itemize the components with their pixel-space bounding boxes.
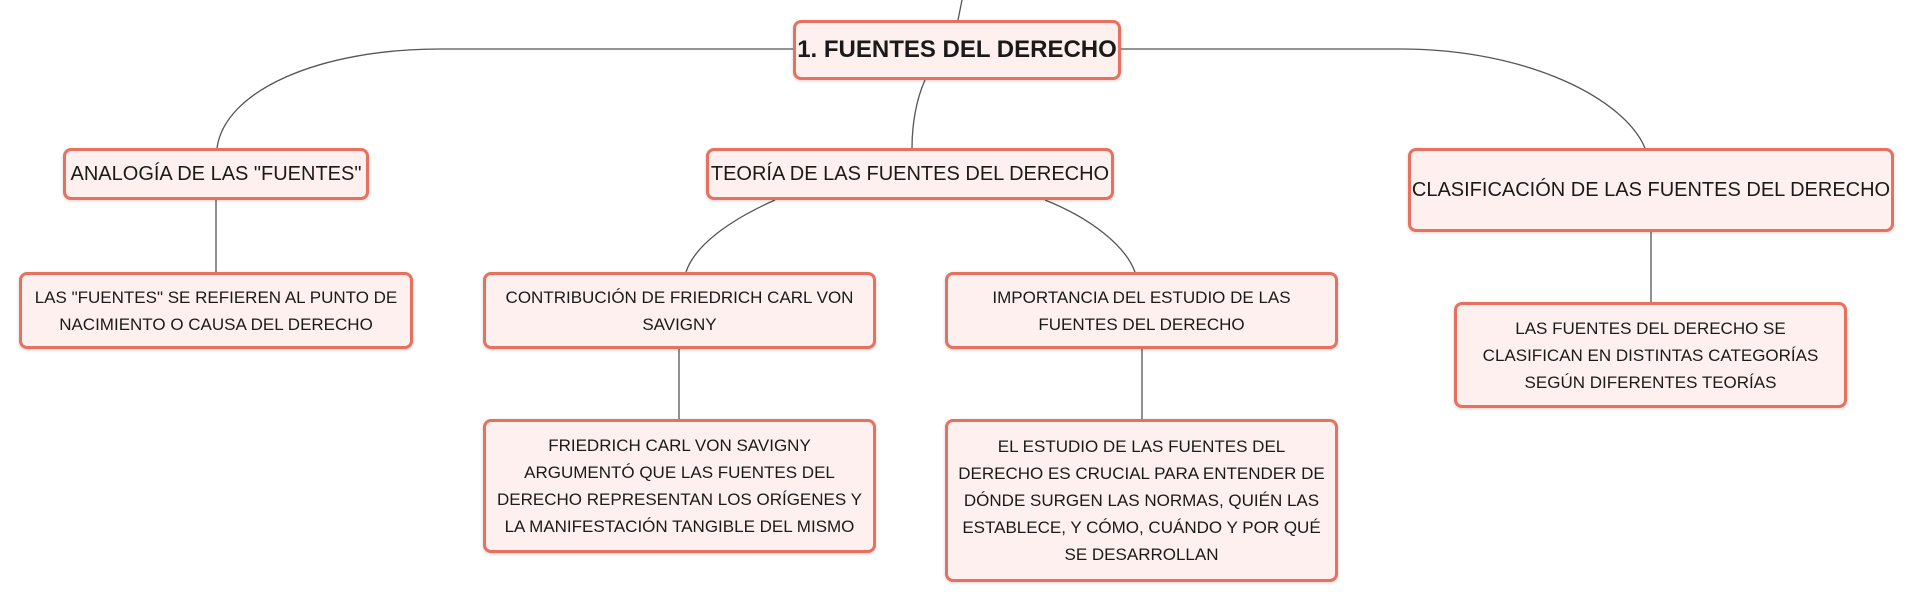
- detail-clasificacion-node[interactable]: LAS FUENTES DEL DERECHO SE CLASIFICAN EN…: [1454, 302, 1847, 408]
- connector-root-clasificacion: [1120, 48, 1646, 149]
- detail-analogia-text: LAS "FUENTES" SE REFIEREN AL PUNTO DE NA…: [34, 287, 398, 334]
- detail-savigny-node[interactable]: FRIEDRICH CARL VON SAVIGNY ARGUMENTÓ QUE…: [483, 419, 876, 553]
- subtopic-savigny-label: CONTRIBUCIÓN DE FRIEDRICH CARL VON SAVIG…: [505, 287, 854, 334]
- subtopic-savigny-node[interactable]: CONTRIBUCIÓN DE FRIEDRICH CARL VON SAVIG…: [483, 272, 876, 349]
- connector-teoria-importancia: [1044, 199, 1136, 273]
- topic-clasificacion-label: CLASIFICACIÓN DE LAS FUENTES DEL DERECHO: [1411, 178, 1891, 201]
- subtopic-importancia-node[interactable]: IMPORTANCIA DEL ESTUDIO DE LAS FUENTES D…: [945, 272, 1338, 349]
- connector-root-analogia: [216, 48, 795, 149]
- topic-clasificacion-node[interactable]: CLASIFICACIÓN DE LAS FUENTES DEL DERECHO: [1408, 148, 1894, 232]
- topic-analogia-node[interactable]: ANALOGÍA DE LAS "FUENTES": [63, 148, 369, 200]
- root-topic-node[interactable]: 1. FUENTES DEL DERECHO: [793, 20, 1121, 80]
- root-topic-label: 1. FUENTES DEL DERECHO: [797, 36, 1117, 63]
- connector-root-parent: [957, 0, 963, 21]
- detail-analogia-node[interactable]: LAS "FUENTES" SE REFIEREN AL PUNTO DE NA…: [19, 272, 413, 349]
- connector-teoria-savigny: [685, 199, 776, 273]
- topic-teoria-node[interactable]: TEORÍA DE LAS FUENTES DEL DERECHO: [706, 148, 1114, 200]
- detail-importancia-text: EL ESTUDIO DE LAS FUENTES DEL DERECHO ES…: [958, 437, 1325, 564]
- topic-teoria-label: TEORÍA DE LAS FUENTES DEL DERECHO: [710, 162, 1110, 185]
- subtopic-importancia-label: IMPORTANCIA DEL ESTUDIO DE LAS FUENTES D…: [992, 287, 1291, 334]
- connector-root-teoria: [911, 79, 926, 149]
- detail-clasificacion-text: LAS FUENTES DEL DERECHO SE CLASIFICAN EN…: [1482, 318, 1819, 392]
- detail-importancia-node[interactable]: EL ESTUDIO DE LAS FUENTES DEL DERECHO ES…: [945, 419, 1338, 582]
- detail-savigny-text: FRIEDRICH CARL VON SAVIGNY ARGUMENTÓ QUE…: [497, 436, 862, 536]
- topic-analogia-label: ANALOGÍA DE LAS "FUENTES": [70, 162, 362, 185]
